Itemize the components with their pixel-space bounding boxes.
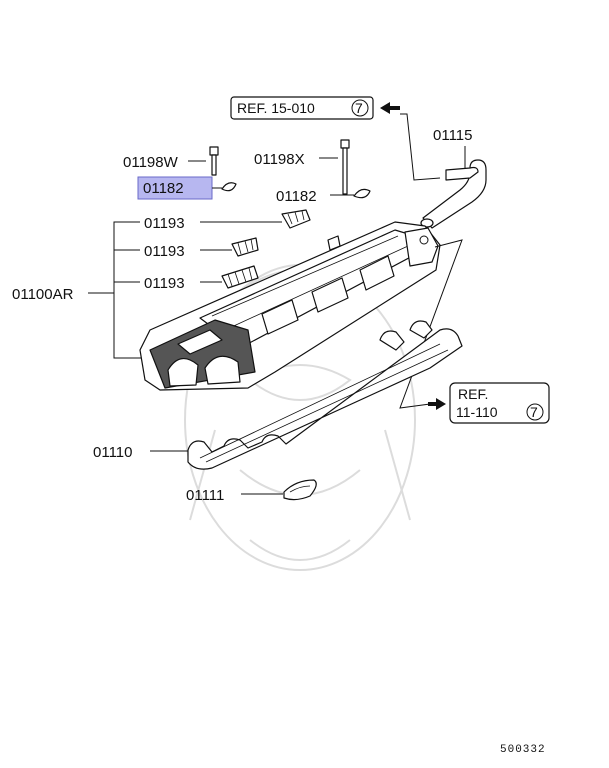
diagram-code: 500332	[500, 744, 546, 756]
label-01198x[interactable]: 01198X	[254, 151, 305, 168]
label-01193-b[interactable]: 01193	[144, 243, 185, 260]
label-01182-b[interactable]: 01182	[276, 188, 317, 205]
label-01110[interactable]: 01110	[93, 444, 133, 461]
label-01193-c[interactable]: 01193	[144, 275, 185, 292]
label-01182-highlighted[interactable]: 01182	[137, 176, 213, 200]
ref-11-110-text-line1: REF.	[458, 386, 488, 402]
valve-cover-01100ar	[139, 221, 441, 391]
grommet-01182-b	[353, 188, 371, 199]
label-01111[interactable]: 01111	[186, 487, 224, 504]
ref-11-110-text-line2: 11-110	[456, 404, 498, 420]
label-01193-a[interactable]: 01193	[144, 215, 185, 232]
ref-arrow-left-icon	[380, 102, 400, 114]
seal-01111	[283, 479, 317, 501]
label-01198w[interactable]: 01198W	[123, 154, 179, 171]
ref-arrow-right-icon	[428, 398, 446, 410]
ref-box-15-010[interactable]: REF. 15-010 7	[230, 96, 374, 120]
baffle-01193-a	[281, 209, 311, 229]
bolt-01198x	[340, 139, 350, 195]
label-01115[interactable]: 01115	[433, 127, 473, 144]
ref-15-010-circle-number: 7	[355, 100, 363, 116]
label-01100ar[interactable]: 01100AR	[12, 286, 74, 303]
hose-01115	[420, 159, 487, 229]
baffle-01193-b	[231, 237, 259, 257]
ref-11-110-circle-number: 7	[530, 404, 538, 420]
baffle-01193-c	[221, 265, 259, 289]
ref-15-010-text: REF. 15-010	[237, 100, 315, 116]
gasket-01110	[187, 320, 463, 470]
ref-box-11-110[interactable]: REF. 11-110 7	[449, 382, 550, 424]
label-01182-a: 01182	[143, 180, 184, 197]
bolt-01198w	[209, 146, 219, 176]
grommet-01182-a	[221, 182, 237, 192]
